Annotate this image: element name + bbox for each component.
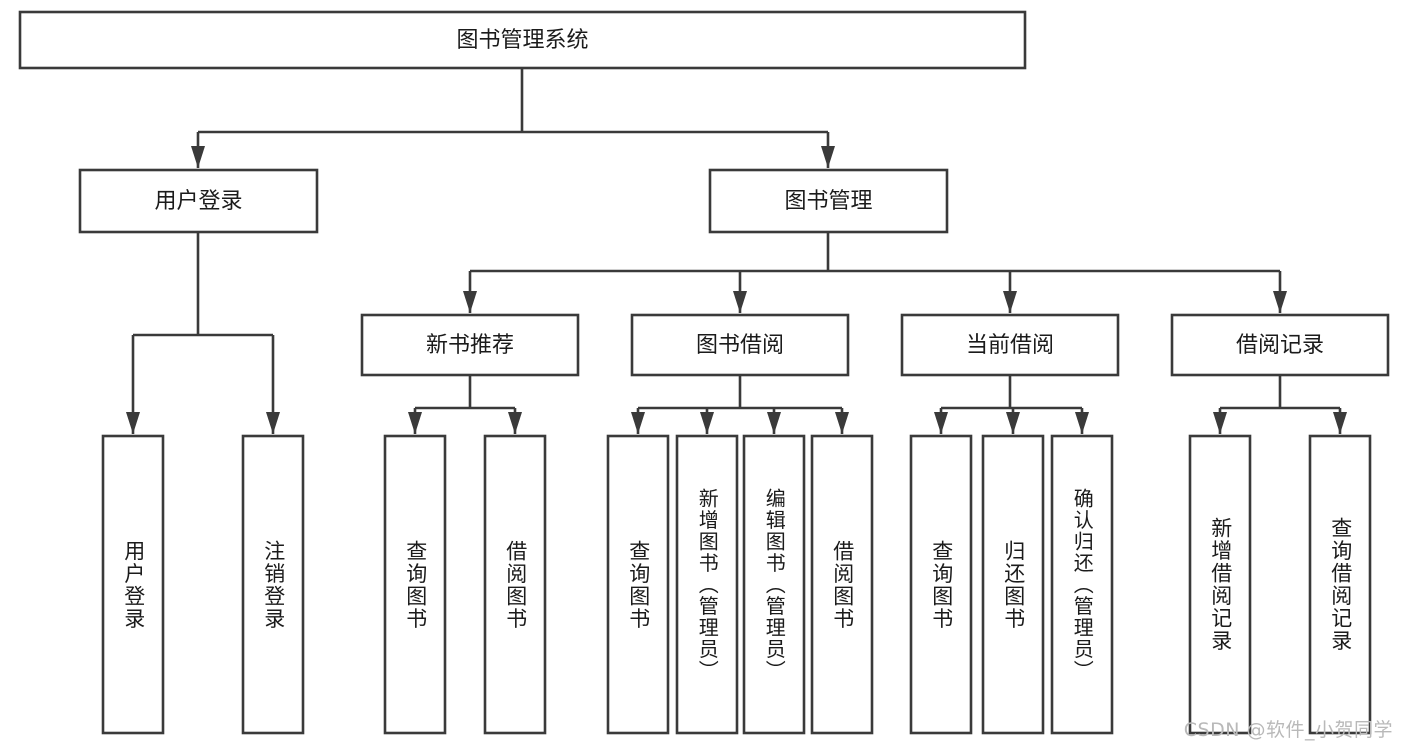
arrow-user-login-1 bbox=[266, 412, 280, 434]
arrow-new-book-recommend-1 bbox=[508, 412, 522, 434]
node-leaf-query-book-3[interactable] bbox=[909, 434, 973, 735]
node-box-root[interactable] bbox=[18, 10, 1027, 70]
arrow-root-1 bbox=[821, 146, 835, 168]
node-leaf-edit-book[interactable] bbox=[742, 434, 806, 735]
node-user-login[interactable] bbox=[78, 168, 319, 234]
arrow-root-0 bbox=[191, 146, 205, 168]
node-box-user-login[interactable] bbox=[78, 168, 319, 234]
node-label-user-login: 用户登录 bbox=[154, 189, 242, 214]
node-leaf-borrow-book-1[interactable] bbox=[483, 434, 547, 735]
arrow-book-mgmt-0 bbox=[463, 291, 477, 313]
node-box-new-book-recommend[interactable] bbox=[360, 313, 580, 377]
arrow-borrow-record-1 bbox=[1333, 412, 1347, 434]
node-label-current-borrow: 当前借阅 bbox=[966, 333, 1054, 358]
node-box-leaf-borrow-book-1[interactable] bbox=[483, 434, 547, 735]
node-box-leaf-query-book-1[interactable] bbox=[383, 434, 447, 735]
node-leaf-add-record[interactable] bbox=[1188, 434, 1252, 735]
arrow-book-mgmt-1 bbox=[733, 291, 747, 313]
node-label-book-management: 图书管理 bbox=[784, 189, 872, 214]
connector-layer bbox=[126, 68, 1347, 434]
node-leaf-return-book[interactable] bbox=[981, 434, 1045, 735]
node-box-leaf-borrow-book-2[interactable] bbox=[810, 434, 874, 735]
node-leaf-user-logout[interactable] bbox=[241, 434, 305, 735]
node-box-book-borrow[interactable] bbox=[630, 313, 850, 377]
node-leaf-query-book-1[interactable] bbox=[383, 434, 447, 735]
node-book-borrow[interactable] bbox=[630, 313, 850, 377]
node-box-leaf-query-book-2[interactable] bbox=[606, 434, 670, 735]
arrow-current-borrow-2 bbox=[1075, 412, 1089, 434]
arrow-book-mgmt-2 bbox=[1003, 291, 1017, 313]
node-borrow-record[interactable] bbox=[1170, 313, 1390, 377]
arrow-borrow-record-0 bbox=[1213, 412, 1227, 434]
node-box-book-management[interactable] bbox=[708, 168, 949, 234]
arrow-book-borrow-1 bbox=[700, 412, 714, 434]
node-box-leaf-query-record[interactable] bbox=[1308, 434, 1372, 735]
node-leaf-query-record[interactable] bbox=[1308, 434, 1372, 735]
node-label-book-borrow: 图书借阅 bbox=[696, 333, 784, 358]
node-leaf-user-login[interactable] bbox=[101, 434, 165, 735]
node-box-leaf-return-book[interactable] bbox=[981, 434, 1045, 735]
arrow-book-borrow-2 bbox=[767, 412, 781, 434]
node-box-layer bbox=[18, 10, 1390, 735]
node-box-leaf-user-logout[interactable] bbox=[241, 434, 305, 735]
node-book-management[interactable] bbox=[708, 168, 949, 234]
node-new-book-recommend[interactable] bbox=[360, 313, 580, 377]
node-leaf-borrow-book-2[interactable] bbox=[810, 434, 874, 735]
node-box-borrow-record[interactable] bbox=[1170, 313, 1390, 377]
arrow-new-book-recommend-0 bbox=[408, 412, 422, 434]
node-current-borrow[interactable] bbox=[900, 313, 1120, 377]
node-label-borrow-record: 借阅记录 bbox=[1236, 333, 1324, 358]
node-label-root: 图书管理系统 bbox=[456, 28, 588, 53]
node-box-leaf-edit-book[interactable] bbox=[742, 434, 806, 735]
node-leaf-query-book-2[interactable] bbox=[606, 434, 670, 735]
node-box-leaf-add-record[interactable] bbox=[1188, 434, 1252, 735]
node-box-leaf-query-book-3[interactable] bbox=[909, 434, 973, 735]
node-box-current-borrow[interactable] bbox=[900, 313, 1120, 377]
node-label-new-book-recommend: 新书推荐 bbox=[426, 333, 514, 358]
watermark-text: CSDN @软件_小贺同学 bbox=[1183, 719, 1393, 741]
node-box-leaf-confirm-return[interactable] bbox=[1050, 434, 1114, 735]
node-leaf-confirm-return[interactable] bbox=[1050, 434, 1114, 735]
arrow-book-mgmt-3 bbox=[1273, 291, 1287, 313]
arrow-book-borrow-0 bbox=[631, 412, 645, 434]
arrow-current-borrow-0 bbox=[934, 412, 948, 434]
arrow-user-login-0 bbox=[126, 412, 140, 434]
arrow-current-borrow-1 bbox=[1006, 412, 1020, 434]
node-box-leaf-add-book[interactable] bbox=[675, 434, 739, 735]
node-root[interactable] bbox=[18, 10, 1027, 70]
arrow-book-borrow-3 bbox=[835, 412, 849, 434]
node-leaf-add-book[interactable] bbox=[675, 434, 739, 735]
node-box-leaf-user-login[interactable] bbox=[101, 434, 165, 735]
